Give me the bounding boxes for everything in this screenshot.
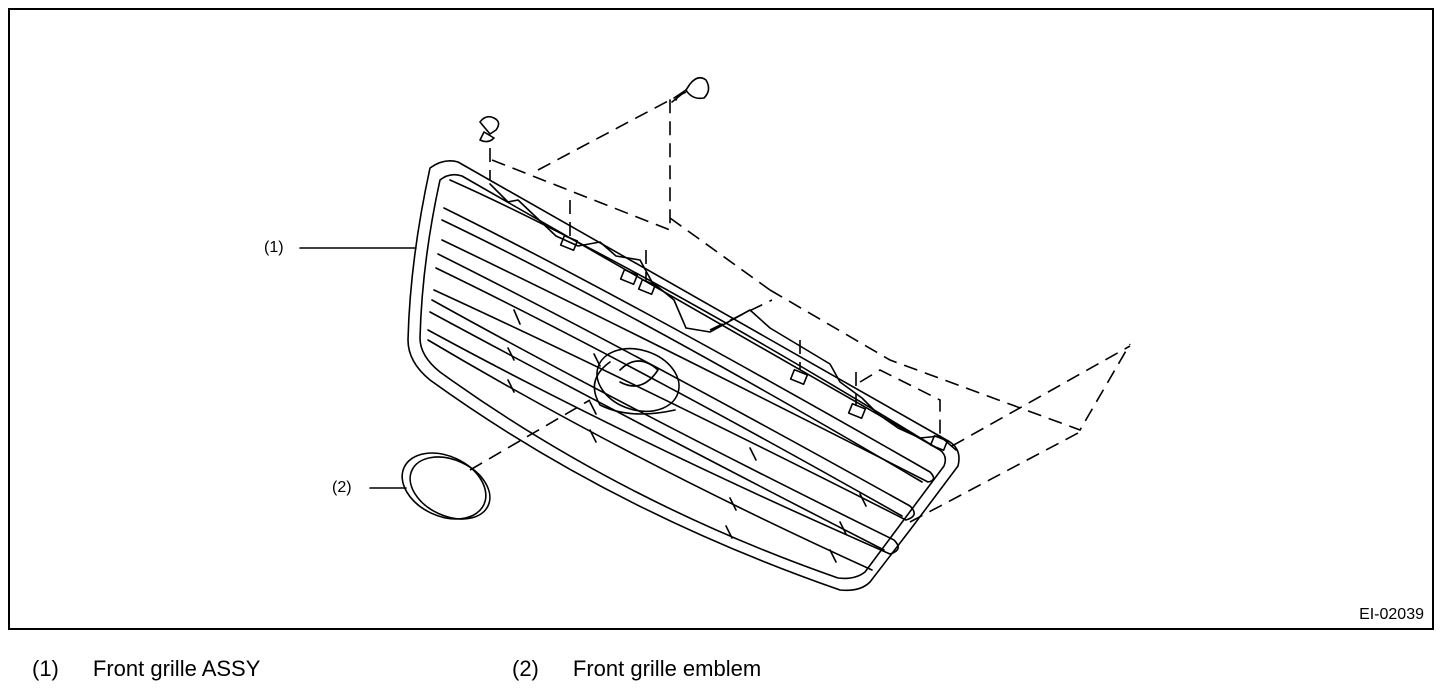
legend-number: (1)	[32, 656, 59, 681]
figure-id: EI-02039	[1359, 606, 1424, 623]
legend-text: Front grille ASSY	[92, 656, 261, 681]
legend-text: Front grille emblem	[572, 656, 762, 681]
assembly-dashed-lines	[469, 91, 1131, 523]
upper-flange	[489, 183, 957, 451]
grille-clip	[479, 115, 500, 143]
grille-outer-frame	[407, 160, 960, 592]
grille-bar-1	[441, 207, 935, 483]
grille-rib	[507, 309, 521, 393]
grille-screw	[671, 76, 710, 103]
grille-inner-frame	[419, 173, 947, 580]
diagram-frame: (1) (2) EI-02039	[8, 8, 1434, 630]
front-grille-emblem	[401, 452, 487, 520]
legend-number: (2)	[512, 656, 539, 681]
callout-label-1: (1)	[264, 239, 284, 256]
callout-label-2: (2)	[332, 479, 352, 496]
grille-bar-4	[427, 339, 873, 571]
front-grille-drawing	[299, 76, 1131, 592]
clip-holes	[559, 234, 949, 452]
grille-top-bar	[449, 179, 941, 451]
legend-item-1: (1) Front grille ASSY	[32, 656, 260, 682]
grille-bar-2	[433, 253, 915, 521]
grille-bar-3	[427, 299, 899, 555]
emblem-mount	[596, 347, 680, 413]
legend-item-2: (2) Front grille emblem	[512, 656, 761, 682]
